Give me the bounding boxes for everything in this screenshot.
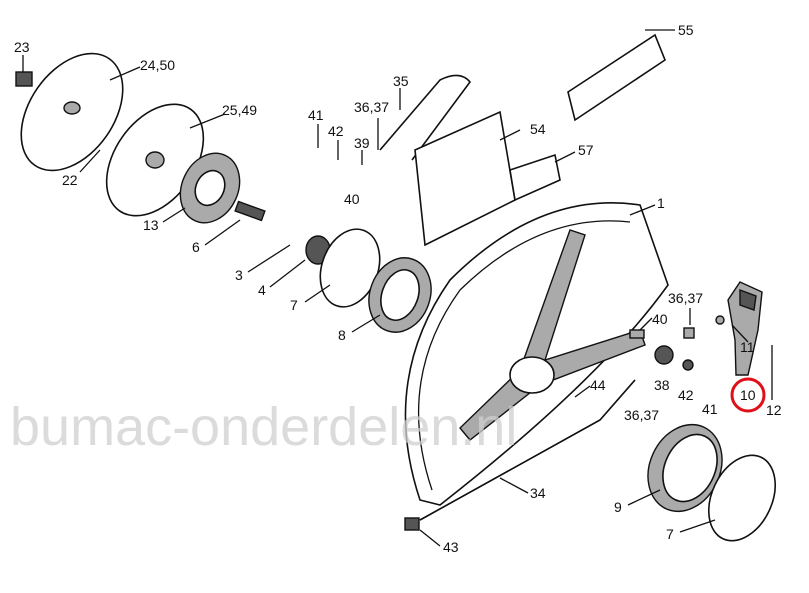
label-13: 13 bbox=[143, 217, 159, 233]
part-labels: 23 24,50 25,49 22 13 6 3 4 7 8 41 42 39 … bbox=[14, 22, 782, 555]
ring-8 bbox=[368, 257, 432, 333]
label-42: 42 bbox=[328, 123, 344, 139]
wheel-guard-1 bbox=[404, 202, 669, 506]
label-44: 44 bbox=[590, 377, 606, 393]
handle-10 bbox=[727, 281, 763, 376]
label-11: 11 bbox=[740, 339, 755, 355]
label-36-37-b: 36,37 bbox=[668, 290, 703, 306]
watermark: bumac-onderdelen.nl bbox=[10, 397, 517, 457]
label-54: 54 bbox=[530, 121, 546, 137]
label-24-50: 24,50 bbox=[140, 57, 175, 73]
ring-7-right bbox=[708, 454, 776, 542]
cover-9 bbox=[647, 423, 723, 513]
nut-11 bbox=[715, 315, 725, 325]
label-8: 8 bbox=[338, 327, 346, 343]
label-40: 40 bbox=[344, 191, 360, 207]
label-22: 22 bbox=[62, 172, 78, 188]
label-12: 12 bbox=[766, 402, 782, 418]
label-41-b: 41 bbox=[702, 401, 718, 417]
label-41: 41 bbox=[308, 107, 324, 123]
label-35: 35 bbox=[393, 73, 409, 89]
label-4: 4 bbox=[258, 282, 266, 298]
label-10: 10 bbox=[740, 387, 756, 403]
label-39: 39 bbox=[354, 135, 370, 151]
nut-36-37 bbox=[683, 327, 695, 339]
leader-lines bbox=[22, 29, 773, 547]
label-40-b: 40 bbox=[652, 311, 668, 327]
label-43: 43 bbox=[443, 539, 459, 555]
label-3: 3 bbox=[235, 267, 243, 283]
label-7: 7 bbox=[290, 297, 298, 313]
label-1: 1 bbox=[657, 195, 665, 211]
flange-disk-25-49 bbox=[105, 103, 205, 217]
washer-42 bbox=[682, 359, 694, 371]
label-36-37: 36,37 bbox=[354, 99, 389, 115]
label-55: 55 bbox=[678, 22, 694, 38]
valve-38 bbox=[654, 345, 674, 365]
flange-disk-24-50 bbox=[20, 52, 124, 172]
label-38: 38 bbox=[654, 377, 670, 393]
label-25-49: 25,49 bbox=[222, 102, 257, 118]
nozzle-43 bbox=[404, 517, 420, 531]
shaft-6 bbox=[234, 200, 266, 222]
label-23: 23 bbox=[14, 39, 30, 55]
hose-35 bbox=[379, 74, 472, 161]
label-36-37-c: 36,37 bbox=[624, 407, 659, 423]
bolt-40 bbox=[629, 329, 645, 339]
bearing-13 bbox=[179, 152, 241, 224]
label-7-b: 7 bbox=[666, 526, 674, 542]
label-55 bbox=[567, 33, 666, 122]
bolt-23 bbox=[15, 71, 33, 87]
label-34: 34 bbox=[530, 485, 546, 501]
highlight-circle bbox=[730, 377, 766, 413]
label-6: 6 bbox=[192, 239, 200, 255]
label-57 bbox=[509, 153, 561, 202]
label-42-b: 42 bbox=[678, 387, 694, 403]
label-57: 57 bbox=[578, 142, 594, 158]
label-9: 9 bbox=[614, 499, 622, 515]
